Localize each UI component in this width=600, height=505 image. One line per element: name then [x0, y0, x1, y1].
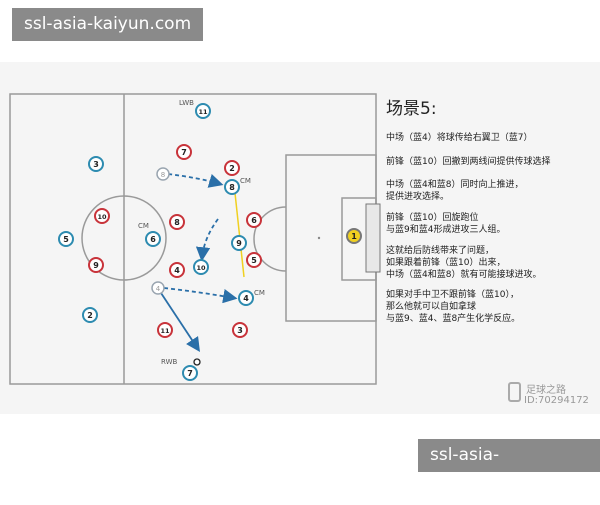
player-blue-10: 10 — [193, 259, 209, 275]
run-blue-8 — [167, 173, 224, 188]
player-number: 9 — [93, 261, 99, 270]
credit-brand: 足球之路 — [526, 385, 566, 396]
scene-line-4: 前锋（蓝10）回旋跑位 与蓝9和蓝4形成进攻三人组。 — [386, 213, 506, 235]
player-number: 5 — [63, 235, 69, 244]
player-number: 8 — [229, 183, 235, 192]
scene-line-1: 中场（蓝4）将球传给右翼卫（蓝7） — [386, 133, 533, 143]
ghost-player-4: 4 — [151, 281, 165, 295]
player-number: 7 — [187, 369, 193, 378]
player-blue-8: 8 — [224, 179, 240, 195]
player-blue-1: 1 — [346, 228, 362, 244]
player-blue-11: 11 — [195, 103, 211, 119]
player-number: 1 — [351, 232, 357, 241]
player-number: 8 — [174, 218, 180, 227]
tactics-diagram: 11 3 5 6 9 10 8 4 2 7 1 7 2 10 8 6 9 4 5 11 3 8 4 LWB RWB CM C… — [0, 62, 600, 414]
player-number: 10 — [196, 264, 206, 272]
player-number: 7 — [181, 148, 187, 157]
center-circle — [81, 195, 167, 281]
player-number: 11 — [198, 108, 208, 116]
label-lwb: LWB — [179, 99, 194, 107]
player-number: 2 — [229, 164, 235, 173]
player-red-4: 4 — [169, 262, 185, 278]
position-labels: LWB RWB CM CM CM — [138, 99, 265, 366]
player-number: 11 — [160, 327, 170, 335]
player-number: 4 — [243, 294, 249, 303]
player-blue-2: 2 — [82, 307, 98, 323]
player-number: 9 — [236, 239, 242, 248]
svg-text:4: 4 — [156, 285, 161, 293]
svg-text:8: 8 — [161, 171, 165, 179]
player-blue-3: 3 — [88, 156, 104, 172]
yellow-gap-line — [234, 192, 245, 278]
player-number: 3 — [237, 326, 243, 335]
player-red-10: 10 — [94, 208, 110, 224]
player-red-6: 6 — [246, 212, 262, 228]
player-number: 6 — [150, 235, 156, 244]
player-red-3: 3 — [232, 322, 248, 338]
player-red-11: 11 — [157, 322, 173, 338]
watermark-top: ssl-asia-kaiyun.com — [12, 8, 204, 41]
scene-line-2: 前锋（蓝10）回撤到两线间提供传球选择 — [386, 157, 551, 167]
penalty-area — [285, 154, 377, 322]
player-red-9: 9 — [88, 257, 104, 273]
player-red-7: 7 — [176, 144, 192, 160]
run-blue-4 — [163, 287, 238, 304]
scene-line-3: 中场（蓝4和蓝8）同时向上推进， 提供进攻选择。 — [386, 180, 524, 202]
penalty-spot — [317, 236, 321, 240]
credit-logo-icon — [508, 382, 521, 402]
player-number: 4 — [174, 266, 180, 275]
players: 11 3 5 6 9 10 8 4 2 7 1 7 2 10 8 6 9 4 5 11 3 8 4 — [58, 103, 362, 381]
runs-arrows — [160, 173, 245, 353]
watermark-bottom: ssl-asia-kaiyun.com — [418, 439, 600, 498]
player-number: 2 — [87, 311, 93, 320]
penalty-arc — [253, 206, 287, 272]
scene-line-6: 如果对手中卫不跟前锋（蓝10）， 那么他就可以自如拿球 与蓝9、蓝4、蓝8产生化… — [386, 290, 521, 324]
player-red-2: 2 — [224, 160, 240, 176]
player-red-8: 8 — [169, 214, 185, 230]
label-cm-top: CM — [240, 177, 251, 185]
run-blue-10 — [195, 218, 219, 262]
player-blue-5: 5 — [58, 231, 74, 247]
player-number: 3 — [93, 160, 99, 169]
player-number: 5 — [251, 256, 257, 265]
goal-net — [365, 203, 381, 273]
player-number: 6 — [251, 216, 257, 225]
player-number: 10 — [97, 213, 107, 221]
scene-title: 场景5: — [386, 99, 437, 119]
scene-line-5: 这就给后防线带来了问题， 如果跟着前锋（蓝10）出来， 中场（蓝4和蓝8）就有可… — [386, 246, 542, 280]
label-cm-left: CM — [138, 222, 149, 230]
player-blue-9: 9 — [231, 235, 247, 251]
ball — [193, 358, 201, 366]
label-cm-bottom: CM — [254, 289, 265, 297]
player-blue-4: 4 — [238, 290, 254, 306]
credit-id: ID:70294172 — [524, 395, 589, 406]
label-rwb: RWB — [161, 358, 178, 366]
pass-4-to-7 — [160, 292, 200, 353]
player-red-5: 5 — [246, 252, 262, 268]
player-blue-7: 7 — [182, 365, 198, 381]
pitch-svg: 11 3 5 6 9 10 8 4 2 7 1 7 2 10 8 6 9 4 5 11 3 8 4 LWB RWB CM C… — [9, 93, 381, 385]
ghost-player-8: 8 — [156, 167, 170, 181]
player-blue-6: 6 — [145, 231, 161, 247]
